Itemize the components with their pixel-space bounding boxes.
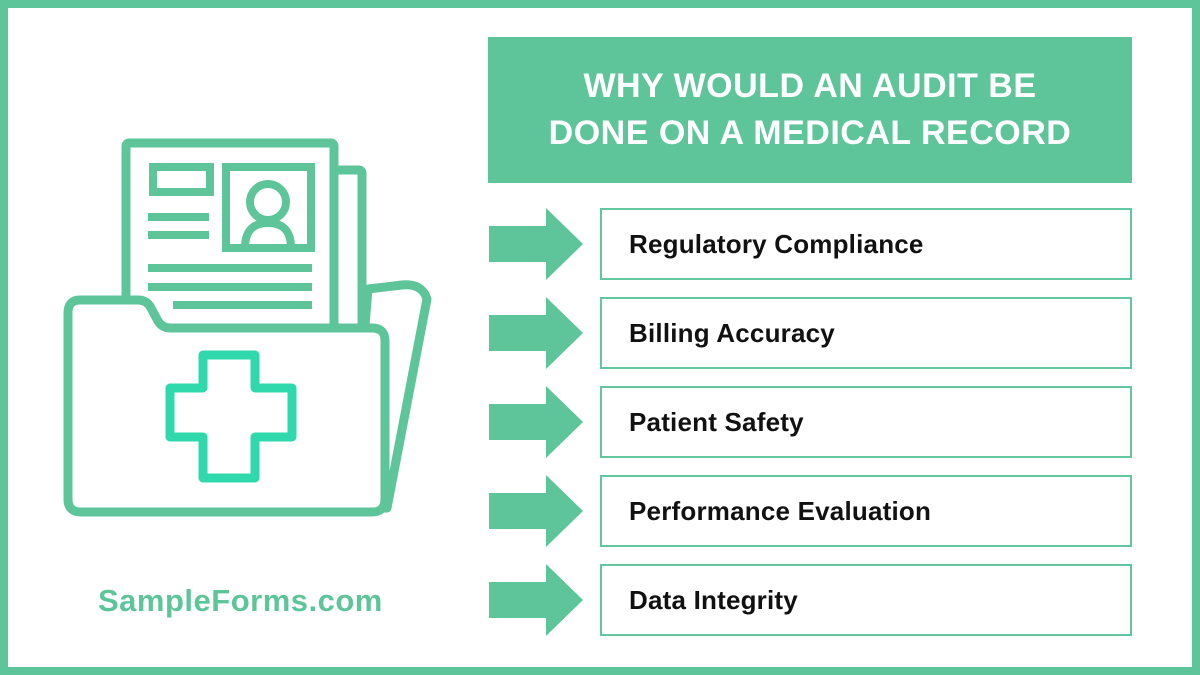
reasons-list: Regulatory Compliance Billing Accuracy P… [489, 208, 1132, 636]
title-banner: WHY WOULD AN AUDIT BE DONE ON A MEDICAL … [488, 37, 1132, 183]
arrow-right-icon [489, 564, 583, 636]
list-item-label: Patient Safety [629, 406, 804, 437]
page-title-line-2: DONE ON A MEDICAL RECORD [548, 114, 1072, 152]
arrow-right-icon [489, 475, 583, 547]
person-shoulders-icon [241, 218, 295, 249]
brand-watermark: SampleForms.com [98, 583, 383, 618]
arrow-right-icon [489, 208, 583, 280]
patient-photo-frame [222, 163, 315, 252]
list-item-box: Patient Safety [600, 386, 1132, 458]
list-item: Data Integrity [489, 564, 1132, 636]
medical-cross-icon [165, 350, 297, 483]
list-item-label: Billing Accuracy [629, 317, 835, 348]
list-item: Performance Evaluation [489, 475, 1132, 547]
list-item: Billing Accuracy [489, 297, 1132, 369]
page-title-line-1: WHY WOULD AN AUDIT BE [583, 67, 1037, 105]
list-item-label: Regulatory Compliance [629, 228, 924, 259]
list-item-box: Performance Evaluation [600, 475, 1132, 547]
list-item-box: Billing Accuracy [600, 297, 1132, 369]
medical-record-folder-icon [63, 138, 432, 517]
list-item-label: Performance Evaluation [629, 495, 932, 526]
arrow-right-icon [489, 386, 583, 458]
list-item: Patient Safety [489, 386, 1132, 458]
document-title-box [149, 163, 214, 196]
list-item-box: Regulatory Compliance [600, 208, 1132, 280]
list-item: Regulatory Compliance [489, 208, 1132, 280]
list-item-label: Data Integrity [629, 584, 798, 615]
list-item-box: Data Integrity [600, 564, 1132, 636]
arrow-right-icon [489, 297, 583, 369]
